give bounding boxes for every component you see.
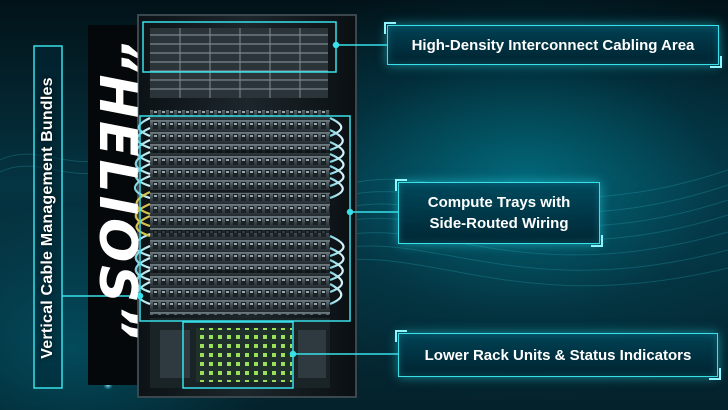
- connector-lines: [62, 41, 398, 358]
- callout-lower-rack-units: Lower Rack Units & Status Indicators: [395, 330, 721, 380]
- status-indicators: [196, 328, 292, 382]
- callout-compute-trays: Compute Trays with Side-Routed Wiring: [395, 179, 603, 247]
- side-cables-left: [133, 117, 151, 306]
- side-callout-box: [33, 45, 63, 389]
- compute-trays: [150, 110, 330, 315]
- callout-top-text: High-Density Interconnect Cabling Area: [411, 36, 695, 54]
- callout-middle-line2: Side-Routed Wiring: [429, 215, 569, 232]
- highlight-middle-box: [139, 115, 351, 322]
- callout-bottom-text: Lower Rack Units & Status Indicators: [424, 346, 692, 364]
- interconnect-cabling: [150, 28, 328, 98]
- callout-middle-line1: Compute Trays with: [427, 194, 571, 211]
- brand-text: “HELIOS”: [87, 38, 147, 343]
- brand-panel: [88, 25, 138, 385]
- side-cables-right: [329, 117, 345, 306]
- callout-vertical-cable: Vertical Cable Management Bundles: [39, 77, 56, 359]
- callout-interconnect-cabling: High-Density Interconnect Cabling Area: [384, 22, 722, 68]
